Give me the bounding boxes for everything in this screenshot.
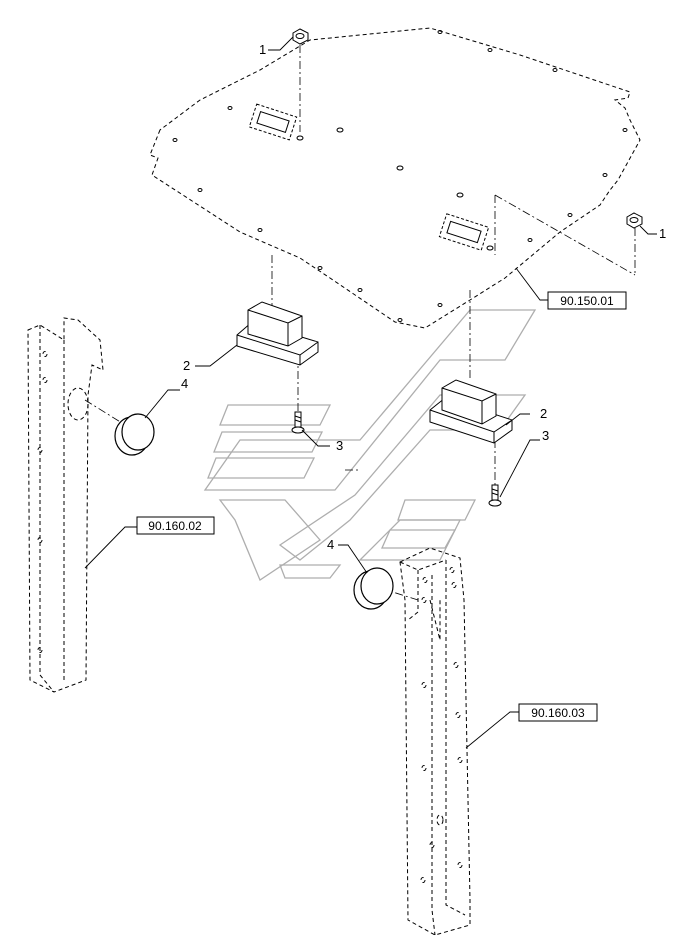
callout-numbers: 1 1 2 2 3 3 4 4 [181, 42, 666, 552]
left-pillar [27, 317, 104, 693]
reference-box-90-160-02: 90.160.02 [136, 516, 215, 535]
nut-top [292, 28, 309, 45]
reference-label: 90.150.01 [560, 294, 614, 308]
nut-right [626, 212, 643, 229]
callout-1-right: 1 [659, 226, 666, 241]
callout-2-left: 2 [183, 358, 190, 373]
bolt-left [291, 411, 305, 434]
reference-box-90-160-03: 90.160.03 [518, 703, 598, 722]
reference-box-90-150-01: 90.150.01 [547, 291, 627, 310]
callout-4-right: 4 [327, 537, 334, 552]
right-pillar [399, 547, 471, 936]
watermark-logo [203, 309, 537, 581]
bolt-right [488, 484, 502, 507]
callout-4-left: 4 [181, 376, 188, 391]
callout-2-right: 2 [540, 406, 547, 421]
callout-leaders [84, 36, 657, 749]
callout-3-right: 3 [542, 428, 549, 443]
reference-label: 90.160.03 [531, 706, 585, 720]
cap-left [114, 413, 155, 456]
cap-right [353, 567, 394, 610]
canopy-plate [149, 27, 641, 329]
rubber-mount-right [429, 379, 513, 444]
reference-label: 90.160.02 [148, 519, 202, 533]
callout-1-top: 1 [259, 42, 266, 57]
rubber-mount-left [236, 301, 319, 366]
callout-3-left: 3 [336, 438, 343, 453]
